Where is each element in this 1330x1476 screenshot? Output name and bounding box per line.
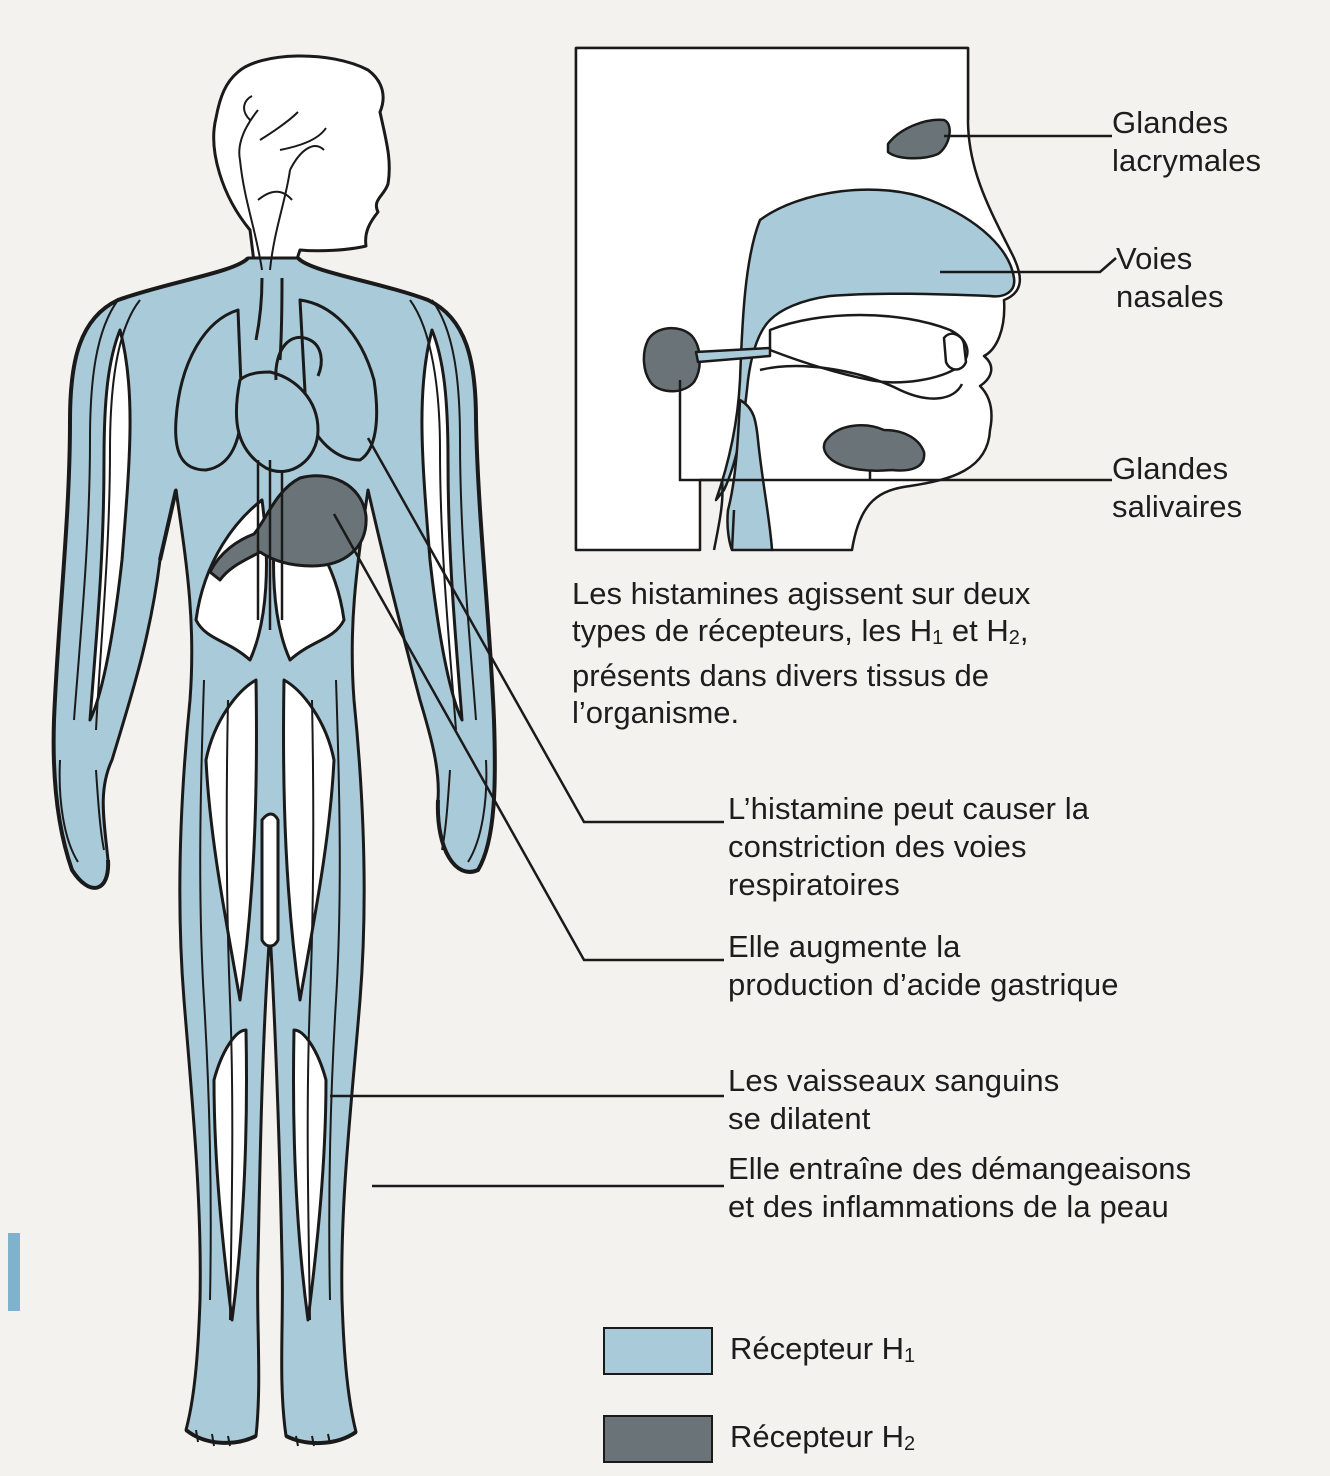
effect-gastric: Elle augmente la production d’acide gast…	[728, 928, 1119, 1004]
label-glandes-lacrymales: Glandes lacrymales	[1112, 104, 1261, 180]
legend-label-h2: Récepteur H2	[730, 1418, 915, 1463]
effect-vessels: Les vaisseaux sanguins se dilatent	[728, 1062, 1059, 1138]
legend-label-h1: Récepteur H1	[730, 1330, 915, 1375]
salivary-gland-parotid	[644, 328, 700, 391]
label-glandes-salivaires: Glandes salivaires	[1112, 450, 1242, 526]
legend-swatch-h2	[604, 1416, 712, 1462]
body-figure	[54, 56, 495, 1446]
label-voies-nasales: Voies nasales	[1116, 240, 1224, 316]
left-edge-strip	[8, 1233, 20, 1311]
intro-text: Les histamines agissent sur deux types d…	[572, 575, 1030, 731]
effect-respiratory: L’histamine peut causer la constriction …	[728, 790, 1089, 904]
head-inset	[576, 48, 1020, 550]
legend-swatch-h1	[604, 1328, 712, 1374]
effect-skin: Elle entraîne des démangeaisons et des i…	[728, 1150, 1191, 1226]
